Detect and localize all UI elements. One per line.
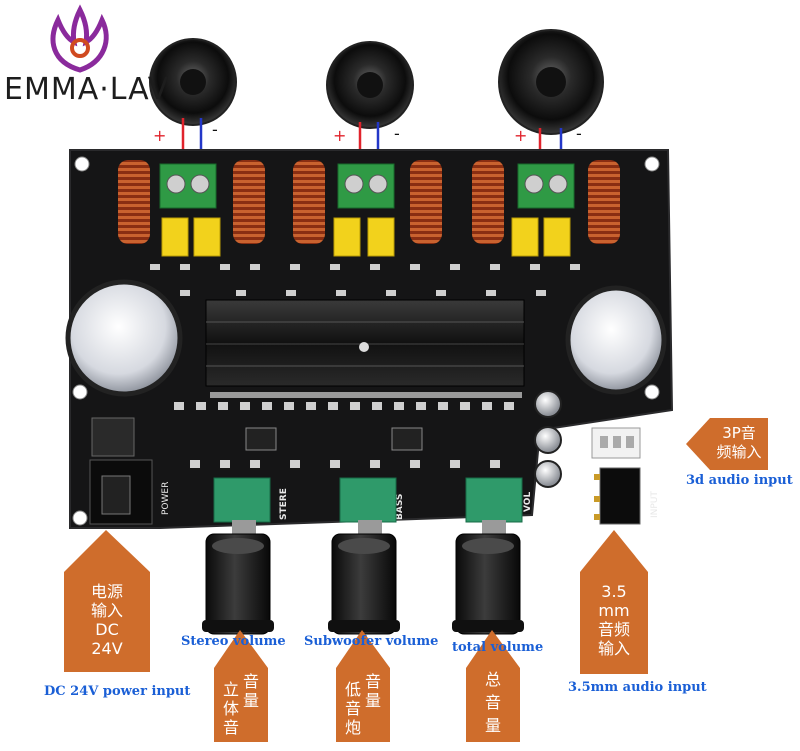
minus-sign: - xyxy=(576,124,582,143)
callout-char: 音 xyxy=(344,699,361,718)
callout-total-text: 总 音 量 xyxy=(480,668,506,737)
pot-label-bass: BASS xyxy=(395,494,405,520)
callout-line: 频输入 xyxy=(716,443,762,461)
power-label: POWER xyxy=(161,482,171,515)
caption-stereo: Stereo volume xyxy=(181,634,286,649)
callout-line: 3.5 xyxy=(601,582,627,601)
callout-bass-shape xyxy=(336,630,390,742)
callout-line: 24V xyxy=(91,639,123,658)
callout-stereo-shape xyxy=(214,630,268,742)
caption-total: total volume xyxy=(452,640,544,655)
callout-stereo-col-left: 立 体 音 xyxy=(222,680,240,737)
callout-line: 3P音 xyxy=(722,424,756,442)
smd-components xyxy=(150,264,580,296)
brand-logo xyxy=(50,4,109,73)
callout-line: mm xyxy=(598,601,630,620)
callout-bass-col-left: 低 音 炮 xyxy=(344,680,362,737)
minus-sign: - xyxy=(394,124,400,143)
callout-line: 电源 xyxy=(90,582,123,601)
callout-pin3-text: 3P音 频输入 xyxy=(710,424,768,462)
callout-char: 低 xyxy=(344,680,361,699)
callout-power-shape xyxy=(64,530,150,672)
minus-sign: - xyxy=(212,120,218,139)
knob-stereo xyxy=(202,477,274,635)
input-label: INPUT xyxy=(650,491,660,518)
callout-pin3-shape xyxy=(686,418,768,470)
plus-sign: + xyxy=(514,126,527,145)
caption-aux: 3.5mm audio input xyxy=(568,680,707,695)
callout-char: 量 xyxy=(242,691,259,710)
speaker-center xyxy=(326,41,414,129)
callout-line: 输入 xyxy=(90,601,123,620)
plus-sign: + xyxy=(153,126,166,145)
inductor-coils xyxy=(118,160,620,244)
heatsink xyxy=(205,299,525,387)
callout-char: 音 xyxy=(364,672,381,691)
polarity-marks: + - + - + - xyxy=(153,120,582,145)
callout-aux-text: 3.5 mm 音频 输入 xyxy=(580,582,648,658)
capacitor-left xyxy=(65,279,183,397)
callout-char: 量 xyxy=(364,691,381,710)
callout-char: 体 xyxy=(222,699,239,718)
callout-char: 立 xyxy=(222,680,239,699)
pot-label-stereo: STERE xyxy=(279,488,289,520)
ic-area xyxy=(174,392,522,468)
callout-bass-col-right: 音 量 xyxy=(364,672,382,710)
dc-power-jack xyxy=(89,417,153,525)
callout-char: 音 xyxy=(222,718,239,737)
callout-total-shape xyxy=(466,630,520,742)
callout-line: 音频 xyxy=(597,620,630,639)
three-pin-header xyxy=(591,427,641,459)
speaker-left xyxy=(149,38,237,126)
callout-stereo-col-right: 音 量 xyxy=(242,672,260,710)
caption-bass: Subwoofer volume xyxy=(304,634,439,649)
audio-jack-3-5mm xyxy=(594,467,641,525)
pot-label-volume: VOL xyxy=(523,492,533,512)
callout-char: 炮 xyxy=(344,718,361,737)
speaker-terminals xyxy=(159,163,575,209)
capacitor-right xyxy=(565,285,667,395)
callout-line: DC xyxy=(95,620,119,639)
callout-char: 音 xyxy=(484,693,501,712)
brand-logo-text: EMMA·LAV xyxy=(4,72,170,107)
callout-char: 音 xyxy=(242,672,259,691)
callout-char: 总 xyxy=(484,670,501,689)
callout-char: 量 xyxy=(484,716,501,735)
callout-power-text: 电源 输入 DC 24V xyxy=(64,582,150,658)
caption-pin3: 3d audio input xyxy=(686,473,793,488)
small-capacitors xyxy=(534,390,562,488)
caption-power: DC 24V power input xyxy=(44,684,191,699)
callout-line: 输入 xyxy=(597,639,630,658)
plus-sign: + xyxy=(333,126,346,145)
amplifier-board: POWER INPUT STERE BASS VOL xyxy=(65,149,674,529)
knob-volume xyxy=(452,477,524,635)
callout-aux-shape xyxy=(580,530,648,674)
speaker-right xyxy=(498,29,604,135)
film-capacitors xyxy=(161,217,571,257)
